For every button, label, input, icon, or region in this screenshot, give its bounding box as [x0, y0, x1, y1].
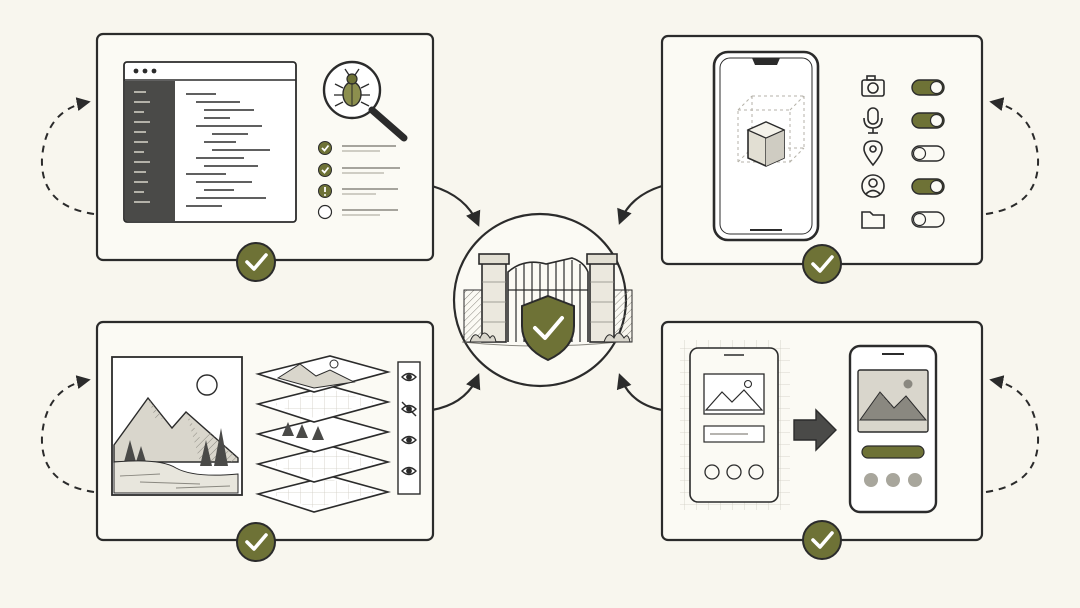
loop-arrow-top-right	[985, 97, 1040, 215]
checklist-icon	[317, 141, 400, 220]
arrow-top-right	[617, 184, 663, 225]
loop-arrow-bottom-left	[40, 375, 95, 493]
cube-icon	[737, 95, 805, 167]
flow-arrows	[431, 184, 663, 412]
layer-3	[255, 415, 392, 453]
layers-icon	[255, 355, 392, 513]
landscape-image-icon	[111, 356, 243, 496]
location-pin-icon	[863, 140, 883, 167]
layer-1	[255, 355, 392, 393]
center-gate-node	[452, 212, 633, 388]
arrow-bottom-right	[616, 373, 663, 412]
eye-off-icon[interactable]	[401, 401, 417, 417]
code-editor-icon	[123, 61, 297, 223]
user-icon	[861, 174, 885, 198]
toggle-camera[interactable]	[911, 79, 945, 96]
toggle-microphone[interactable]	[911, 112, 945, 129]
bug-magnifier-icon	[322, 60, 408, 142]
panel-device-permissions	[660, 34, 984, 284]
checklist-item-done	[318, 141, 396, 155]
folder-icon	[861, 211, 885, 229]
layer-5	[255, 475, 392, 513]
checklist-item-warning	[318, 184, 398, 198]
arrow-top-left	[431, 184, 481, 227]
panel-code-review	[95, 32, 435, 282]
wireframe-icon	[680, 340, 790, 510]
checklist-item-empty	[317, 204, 398, 220]
toggle-contacts[interactable]	[911, 178, 945, 195]
loop-arrow-bottom-right	[985, 375, 1040, 493]
eye-icon[interactable]	[401, 372, 417, 382]
loop-arrow-top-left	[40, 97, 95, 215]
eye-icon[interactable]	[401, 466, 417, 476]
camera-icon	[861, 75, 885, 97]
panel-design-to-device	[660, 320, 984, 560]
panel-image-layers	[95, 320, 435, 562]
phone-mockup-icon	[848, 344, 938, 514]
eye-icon[interactable]	[401, 435, 417, 445]
check-badge-icon	[802, 520, 842, 560]
shield-check-icon	[521, 294, 575, 362]
check-badge-icon	[236, 242, 276, 282]
arrow-bottom-left	[431, 373, 481, 412]
layer-4	[255, 445, 392, 483]
check-badge-icon	[236, 522, 276, 562]
permission-toggles	[911, 79, 945, 228]
checklist-item-done	[318, 163, 400, 177]
arrow-right-icon	[793, 408, 837, 452]
layer-2	[255, 385, 392, 423]
toggle-location[interactable]	[911, 145, 945, 162]
toggle-files[interactable]	[911, 211, 945, 228]
layer-visibility-panel	[397, 361, 421, 495]
microphone-icon	[863, 107, 883, 134]
check-badge-icon	[802, 244, 842, 284]
loop-arrows	[40, 97, 1040, 493]
